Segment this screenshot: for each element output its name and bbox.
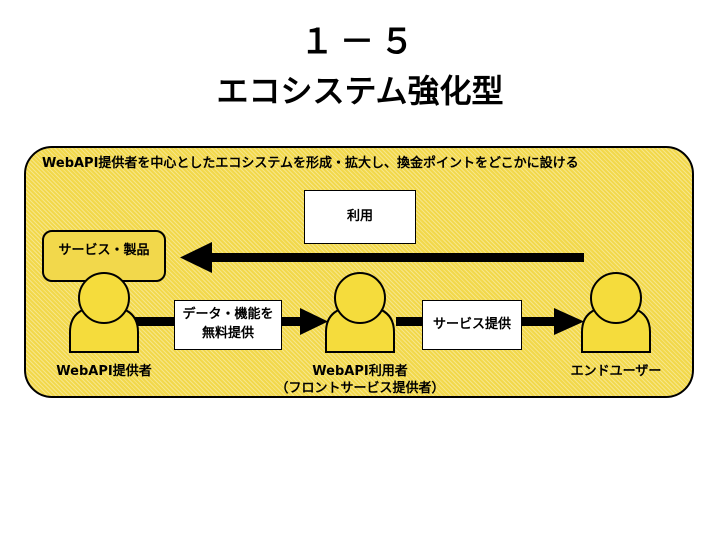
panel-heading: WebAPI提供者を中心としたエコシステムを形成・拡大し、換金ポイントをどこかに… — [42, 156, 579, 171]
provider-label: WebAPI提供者 — [56, 364, 152, 379]
free-provision-label-line1: データ・機能を — [182, 307, 274, 323]
api-user-sublabel: （フロントサービス提供者） — [275, 381, 445, 396]
usage-box: 利用 — [304, 190, 416, 244]
usage-arrow — [180, 242, 584, 273]
api-user-person-icon — [325, 272, 395, 353]
end-user-person-icon — [581, 272, 651, 353]
service-offer-label: サービス提供 — [432, 316, 511, 332]
usage-label: 利用 — [346, 208, 373, 224]
api-user-label: WebAPI利用者 — [312, 364, 408, 379]
service-product-label: サービス・製品 — [58, 242, 150, 258]
page-title: エコシステム強化型 — [216, 72, 504, 110]
free-provision-box: データ・機能を 無料提供 — [174, 300, 282, 350]
title-number: １－５ — [300, 22, 420, 62]
free-provision-arrow — [134, 308, 328, 335]
provider-person-icon — [69, 272, 139, 353]
service-offer-arrow — [396, 308, 584, 335]
free-provision-label-line2: 無料提供 — [201, 326, 254, 341]
end-user-label: エンドユーザー — [570, 364, 662, 379]
service-offer-box: サービス提供 — [422, 300, 522, 350]
